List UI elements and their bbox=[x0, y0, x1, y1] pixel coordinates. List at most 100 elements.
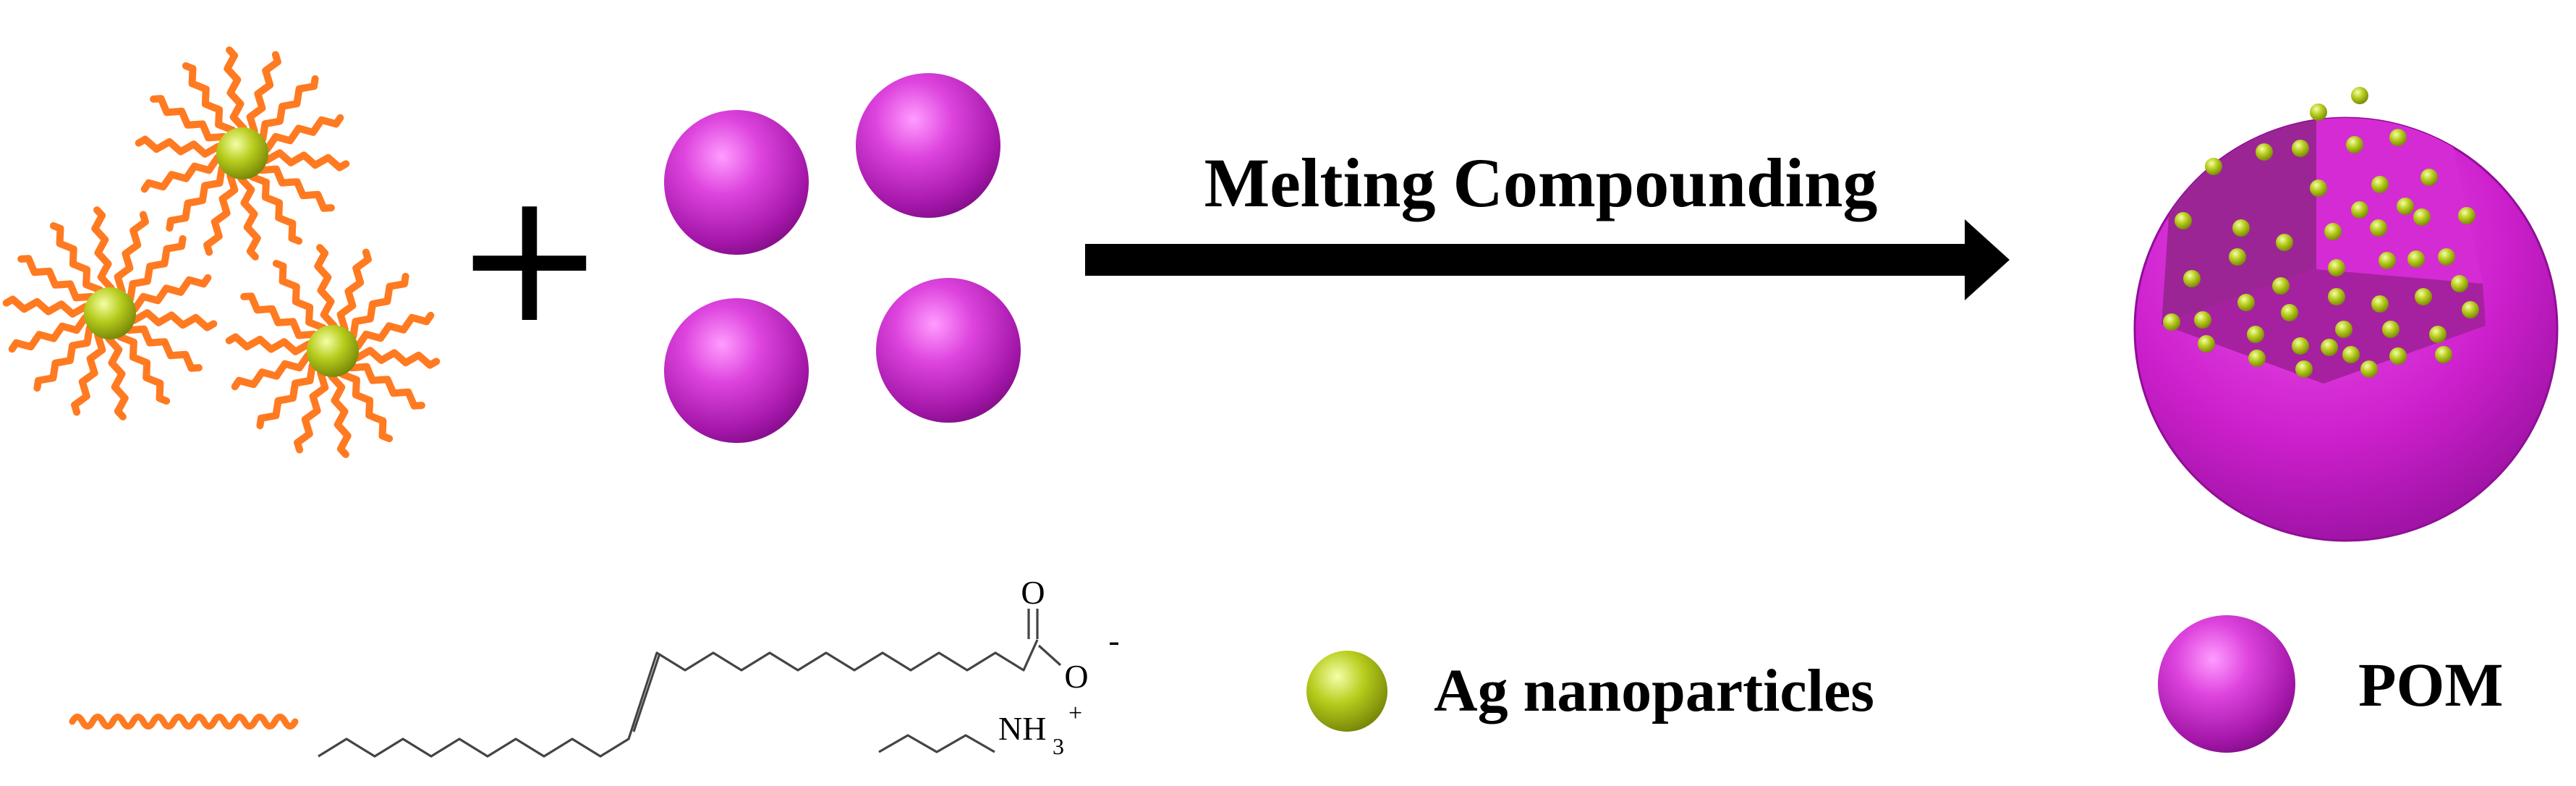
pom-granule bbox=[876, 278, 1021, 423]
ligand-chain bbox=[105, 328, 129, 421]
ag-nanoparticle bbox=[2397, 198, 2414, 215]
amine-label: NH bbox=[998, 710, 1046, 747]
ligand-capped-ag bbox=[2, 206, 218, 421]
oleate-ammonium-structure bbox=[318, 609, 1062, 758]
oxygen-minus-label: O bbox=[1064, 658, 1088, 695]
composite-sphere bbox=[2133, 87, 2559, 542]
ligand-chain bbox=[240, 292, 320, 345]
ligand-chain bbox=[8, 314, 96, 353]
ligand-chain bbox=[2, 295, 95, 318]
ag-nanoparticle bbox=[2292, 337, 2309, 355]
ligand-chain bbox=[256, 360, 323, 430]
ligand-chain bbox=[314, 244, 338, 337]
ag-nanoparticle bbox=[2194, 311, 2211, 329]
ag-nanoparticle bbox=[2163, 313, 2180, 331]
ag-nanoparticles-in-matrix bbox=[2163, 87, 2479, 378]
ligand-chain bbox=[248, 165, 303, 245]
ag-nanoparticle bbox=[2328, 288, 2345, 305]
ligand-chain bbox=[124, 309, 218, 331]
pom-granule bbox=[856, 73, 1000, 218]
ligand-chain bbox=[252, 75, 319, 144]
ligand-chain bbox=[345, 357, 425, 410]
ligand-chain bbox=[328, 365, 352, 458]
ligand-chain bbox=[116, 325, 171, 405]
pom-granule bbox=[664, 298, 809, 443]
ag-nanoparticle bbox=[2435, 346, 2452, 363]
ligand-chain bbox=[225, 333, 318, 355]
ag-legend-label: Ag nanoparticles bbox=[1434, 657, 1874, 724]
process-label: Melting Compounding bbox=[1204, 144, 1878, 221]
ag-nanoparticle bbox=[2389, 347, 2407, 365]
ag-nanoparticle bbox=[2382, 321, 2399, 338]
ligand-chain bbox=[272, 260, 327, 339]
ligand-chain bbox=[256, 114, 344, 153]
ag-nanoparticle bbox=[2205, 158, 2222, 175]
ligand-chain bbox=[182, 62, 237, 142]
carboxylate-bond bbox=[1037, 644, 1062, 667]
ligand-chain bbox=[335, 248, 372, 337]
ligand-chain bbox=[237, 168, 261, 261]
ag-nanoparticle bbox=[2183, 270, 2201, 287]
ag-core bbox=[307, 325, 359, 377]
ligand-chain bbox=[135, 135, 228, 158]
ligand-legend-wave bbox=[69, 714, 299, 730]
ag-nanoparticle bbox=[2237, 294, 2255, 311]
ag-nanoparticle bbox=[2462, 301, 2479, 318]
ag-nanoparticle bbox=[2335, 321, 2352, 338]
double-bond bbox=[632, 653, 661, 732]
ag-nanoparticle bbox=[2310, 103, 2327, 121]
ag-core bbox=[84, 287, 136, 339]
ag-nanoparticle bbox=[2429, 326, 2447, 343]
ag-nanoparticle bbox=[2232, 219, 2250, 237]
ag-nanoparticle bbox=[2324, 223, 2342, 240]
plus-charge: + bbox=[1068, 700, 1082, 727]
ag-nanoparticle bbox=[2292, 140, 2309, 157]
ligand-chain bbox=[17, 255, 98, 308]
ag-core bbox=[216, 127, 268, 179]
ag-nanoparticle bbox=[2407, 250, 2425, 268]
ag-nanoparticle bbox=[2351, 87, 2368, 104]
pom-legend-icon bbox=[2158, 615, 2295, 753]
ligand-chain bbox=[255, 159, 335, 212]
ligand-chain bbox=[245, 51, 281, 140]
ligand-chain bbox=[203, 167, 240, 256]
pom-granule bbox=[664, 110, 809, 255]
ligand-chain bbox=[150, 95, 230, 148]
ag-nanoparticle bbox=[2342, 346, 2360, 363]
ag-nanoparticle bbox=[2458, 207, 2475, 224]
ag-nanoparticle bbox=[2413, 208, 2431, 226]
ag-nanoparticle bbox=[2310, 179, 2327, 197]
ligand-chain bbox=[347, 347, 441, 369]
ag-nanoparticle bbox=[2346, 136, 2363, 153]
ag-nanoparticle bbox=[2256, 143, 2273, 161]
ligand-chain bbox=[122, 319, 203, 372]
process-arrow bbox=[1085, 219, 2010, 300]
ligand-capped-ag bbox=[225, 244, 441, 458]
ligand-chain bbox=[166, 163, 233, 232]
ag-nanoparticle bbox=[2272, 277, 2290, 295]
ligand-chain bbox=[294, 365, 331, 454]
ag-nanoparticle bbox=[2370, 219, 2387, 237]
pom-granules bbox=[664, 73, 1021, 443]
ag-nanoparticle bbox=[2451, 275, 2468, 292]
ligand-chain bbox=[224, 46, 247, 139]
ag-nanoparticle bbox=[2415, 288, 2432, 305]
arrow-shaft bbox=[1085, 244, 1966, 276]
ligand-chain bbox=[342, 272, 409, 342]
ag-nanoparticle bbox=[2360, 360, 2378, 378]
ligand-chain bbox=[49, 222, 104, 302]
ag-nanoparticle bbox=[2247, 326, 2264, 343]
minus-charge: - bbox=[1108, 622, 1119, 659]
ag-nanoparticle bbox=[2198, 335, 2215, 352]
ag-nanoparticle bbox=[2248, 350, 2266, 367]
alkyl-chain bbox=[318, 639, 1039, 758]
ligand-chain bbox=[339, 363, 394, 442]
propylamine-chain bbox=[878, 734, 995, 753]
ag-nanoparticle bbox=[2371, 176, 2389, 193]
ligand-capped-ag-group bbox=[2, 46, 441, 458]
ligand-chain bbox=[231, 352, 319, 391]
ag-nanoparticle bbox=[2351, 201, 2368, 219]
ag-nanoparticle bbox=[2295, 360, 2313, 378]
ag-nanoparticle bbox=[2420, 169, 2438, 186]
